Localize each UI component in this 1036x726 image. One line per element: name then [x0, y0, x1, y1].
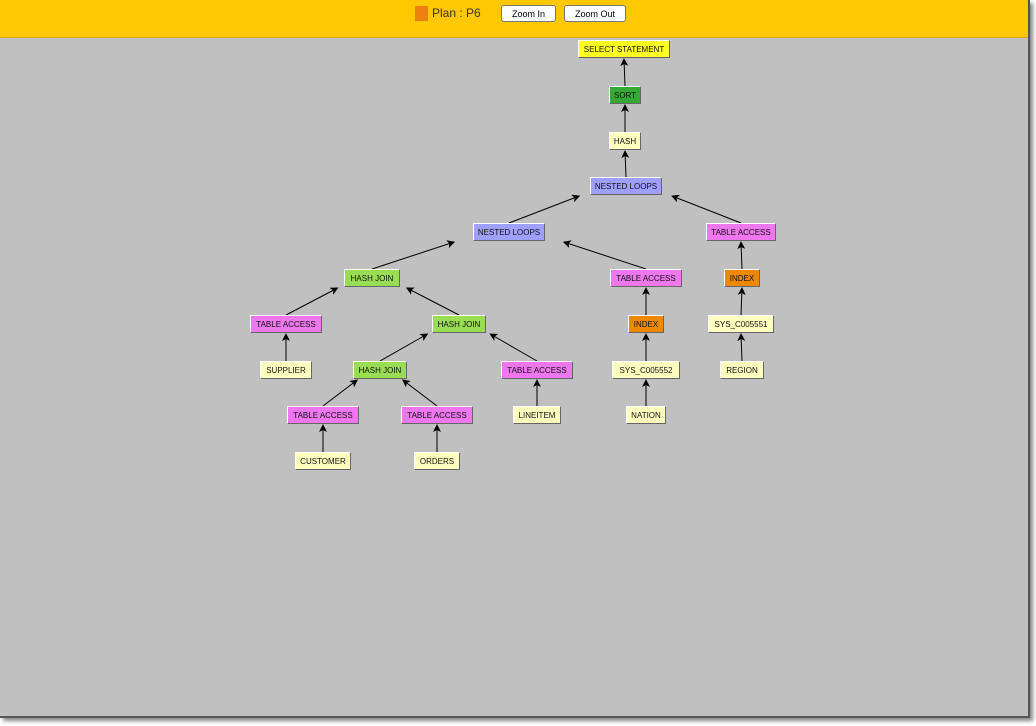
plan-node-supplier[interactable]: SUPPLIER: [260, 361, 312, 379]
plan-edge-arrow: [671, 194, 742, 224]
plan-node-table-access[interactable]: TABLE ACCESS: [706, 223, 776, 241]
plan-edge-arrow: [562, 240, 647, 270]
plan-node-sys-c005551[interactable]: SYS_C005551: [708, 315, 774, 333]
plan-edge-arrow: [737, 287, 746, 316]
plan-node-customer[interactable]: CUSTOMER: [295, 452, 351, 470]
plan-color-swatch: [415, 6, 428, 21]
plan-edge-arrow: [621, 150, 630, 178]
plan-node-sys-c005552[interactable]: SYS_C005552: [612, 361, 680, 379]
plan-edges: [282, 58, 746, 452]
plan-node-lineitem[interactable]: LINEITEM: [513, 406, 561, 424]
plan-edge-arrow: [379, 333, 429, 362]
plan-node-hash[interactable]: HASH: [609, 132, 641, 150]
plan-edge-arrow: [737, 333, 746, 362]
plan-node-hash-join[interactable]: HASH JOIN: [344, 269, 400, 287]
plan-node-table-access[interactable]: TABLE ACCESS: [501, 361, 573, 379]
plan-edge-arrow: [489, 333, 538, 362]
plan-node-table-access[interactable]: TABLE ACCESS: [610, 269, 682, 287]
plan-node-nested-loops[interactable]: NESTED LOOPS: [473, 223, 545, 241]
toolbar: Plan : P6 Zoom In Zoom Out: [0, 0, 1028, 38]
plan-node-nested-loops[interactable]: NESTED LOOPS: [590, 177, 662, 195]
plan-node-table-access[interactable]: TABLE ACCESS: [287, 406, 359, 424]
plan-node-region[interactable]: REGION: [720, 361, 764, 379]
plan-edge-arrow: [322, 379, 358, 407]
plan-node-orders[interactable]: ORDERS: [414, 452, 460, 470]
plan-node-select-statement[interactable]: SELECT STATEMENT: [578, 40, 670, 58]
plan-edge-arrow: [508, 194, 581, 224]
plan-node-hash-join[interactable]: HASH JOIN: [432, 315, 486, 333]
zoom-out-button[interactable]: Zoom Out: [564, 5, 626, 22]
plan-node-sort[interactable]: SORT: [609, 86, 641, 104]
plan-edge-arrow: [371, 240, 456, 270]
plan-edge-arrow: [402, 379, 438, 407]
plan-node-table-access[interactable]: TABLE ACCESS: [250, 315, 322, 333]
plan-node-nation[interactable]: NATION: [626, 406, 666, 424]
plan-node-index[interactable]: INDEX: [724, 269, 760, 287]
zoom-in-button[interactable]: Zoom In: [501, 5, 556, 22]
plan-edge-arrow: [737, 241, 746, 270]
plan-edge-arrow: [405, 287, 460, 316]
plan-node-table-access[interactable]: TABLE ACCESS: [401, 406, 473, 424]
plan-node-index[interactable]: INDEX: [628, 315, 664, 333]
plan-edge-arrow: [285, 287, 339, 316]
plan-node-hash-join[interactable]: HASH JOIN: [353, 361, 407, 379]
plan-edge-arrow: [620, 58, 629, 87]
plan-label: Plan : P6: [432, 6, 481, 20]
